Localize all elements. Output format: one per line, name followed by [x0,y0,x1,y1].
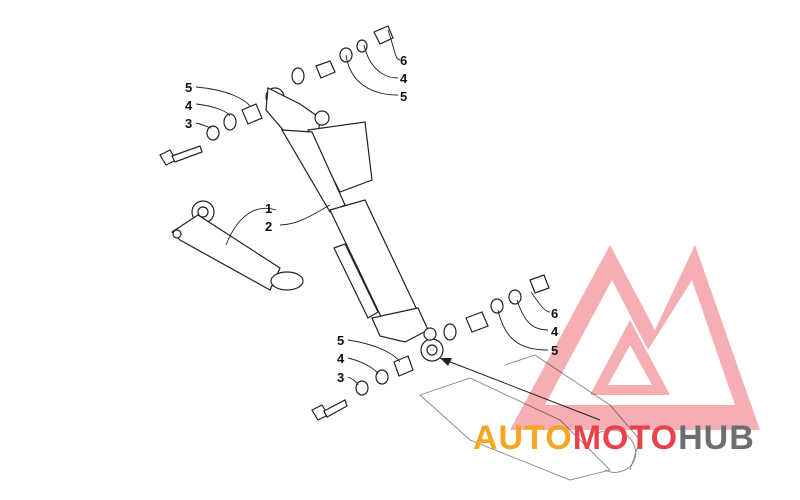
callout-label: 5 [400,89,407,104]
callouts-upper-left: 5 4 3 [185,80,193,131]
callout-label: 5 [551,343,558,358]
callouts-lower-left: 5 4 3 [337,333,345,385]
lower-mount-hardware [443,274,550,341]
lower-bolt-hardware [311,355,414,421]
callout-label: 4 [400,71,408,86]
callout-label: 5 [185,80,192,95]
watermark-text: AUTOMOTOHUB [473,419,755,457]
watermark-logo [510,245,760,430]
frame-outline [419,354,641,481]
callout-label: 5 [337,333,344,348]
callouts-shock: 1 2 [265,201,272,234]
callout-label: 3 [337,370,344,385]
shock-absorber [265,87,444,362]
callouts-top-right: 6 4 5 [400,53,408,104]
leader-lines [195,29,551,386]
assembly-arrow [439,357,601,421]
callout-label: 4 [337,351,345,366]
preload-adjuster [171,200,304,291]
callout-label: 6 [551,306,558,321]
upper-bolt-hardware [159,103,263,166]
callout-label: 6 [400,53,407,68]
callout-label: 1 [265,201,272,216]
upper-mount-hardware [291,25,394,85]
callouts-lower-right: 6 4 5 [551,306,559,358]
callout-label: 4 [185,98,193,113]
callout-label: 4 [551,324,559,339]
callout-label: 2 [265,219,272,234]
callout-label: 3 [185,116,192,131]
